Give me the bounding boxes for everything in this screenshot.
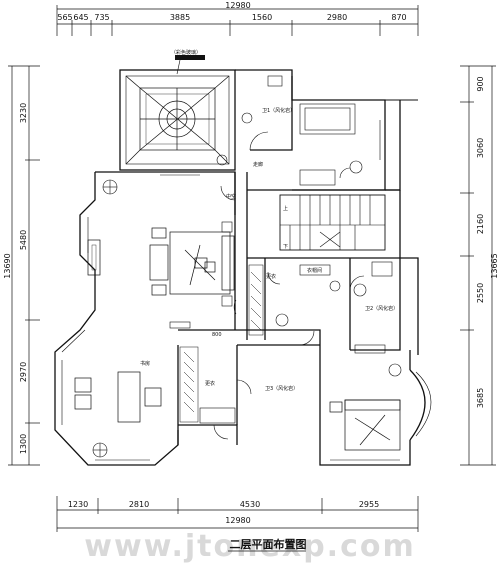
label-stair-up: 上 bbox=[283, 205, 288, 212]
dresser bbox=[87, 239, 101, 276]
right-dim-1: 900 bbox=[476, 76, 485, 91]
left-total-dim: 13690 bbox=[3, 253, 12, 278]
label-study: 书房 bbox=[140, 360, 150, 367]
top-dim-3: 735 bbox=[94, 13, 109, 22]
label-800: 800 bbox=[212, 332, 222, 338]
left-dim-4: 1300 bbox=[19, 434, 28, 454]
label-closet: 衣帽间 bbox=[307, 267, 322, 274]
top-dim-6: 2980 bbox=[327, 13, 347, 22]
dimension-lines bbox=[8, 5, 496, 532]
study-desk bbox=[74, 371, 162, 423]
top-total-dim: 12980 bbox=[225, 1, 250, 10]
label-dressing: 更衣 bbox=[266, 273, 276, 280]
closet-rack bbox=[179, 264, 264, 423]
staircase bbox=[280, 195, 385, 250]
watermark: www.jtonexp.com bbox=[84, 529, 415, 564]
dressing-fixtures bbox=[169, 321, 236, 424]
label-bath-2: 卫2（风化岩） bbox=[365, 305, 398, 312]
bottom-total-dim: 12980 bbox=[225, 516, 250, 525]
room-labels: 卫1（风化岩） （彩色玻璃） 走廊 衣帽间 更衣 卫2（风化岩） 卫3（风化岩）… bbox=[140, 49, 398, 392]
atrium-skylight bbox=[125, 75, 230, 165]
right-dim-5: 3685 bbox=[476, 388, 485, 408]
label-bath-1: 卫1（风化岩） bbox=[262, 107, 295, 114]
label-top-tag: （彩色玻璃） bbox=[171, 49, 201, 56]
top-dim-4: 3885 bbox=[170, 13, 190, 22]
bath3-fixtures bbox=[275, 264, 341, 327]
atrium-tag bbox=[175, 55, 205, 60]
right-dim-4: 2550 bbox=[476, 283, 485, 303]
plant-study bbox=[92, 442, 108, 458]
right-dim-2: 3060 bbox=[476, 138, 485, 158]
left-dim-1: 3230 bbox=[19, 103, 28, 123]
walls bbox=[54, 69, 426, 466]
right-total-dim: 13665 bbox=[490, 253, 499, 278]
bottom-dim-1: 1230 bbox=[68, 500, 88, 509]
plant-bedroom bbox=[102, 179, 118, 195]
label-void: 中空 bbox=[226, 193, 236, 200]
windows bbox=[61, 120, 432, 461]
left-dim-3: 2970 bbox=[19, 362, 28, 382]
bath2-fixtures bbox=[353, 261, 402, 377]
plan-title: 二层平面布置图 bbox=[230, 537, 307, 551]
top-dim-5: 1560 bbox=[252, 13, 272, 22]
top-dim-7: 870 bbox=[391, 13, 406, 22]
bottom-dim-4: 2955 bbox=[359, 500, 379, 509]
bedside-table bbox=[221, 221, 233, 307]
bathtub-top bbox=[299, 103, 363, 186]
door-swings bbox=[213, 131, 365, 440]
label-dressing-2: 更衣 bbox=[205, 380, 215, 387]
right-dim-3: 2160 bbox=[476, 214, 485, 234]
top-dim-2: 645 bbox=[73, 13, 88, 22]
toilet-bath1 bbox=[216, 75, 283, 166]
label-corridor: 走廊 bbox=[253, 161, 263, 168]
label-stair-down: 下 bbox=[283, 244, 288, 250]
top-dim-1: 565 bbox=[57, 13, 72, 22]
bottom-dim-3: 4530 bbox=[240, 500, 260, 509]
left-dim-2: 5480 bbox=[19, 230, 28, 250]
label-bath-3: 卫3（风化岩） bbox=[265, 385, 298, 392]
dimension-labels: 12980 565 645 735 3885 1560 2980 870 123… bbox=[3, 1, 499, 525]
guest-bed bbox=[329, 399, 401, 451]
bottom-dim-2: 2810 bbox=[129, 500, 149, 509]
master-bed bbox=[149, 227, 235, 296]
